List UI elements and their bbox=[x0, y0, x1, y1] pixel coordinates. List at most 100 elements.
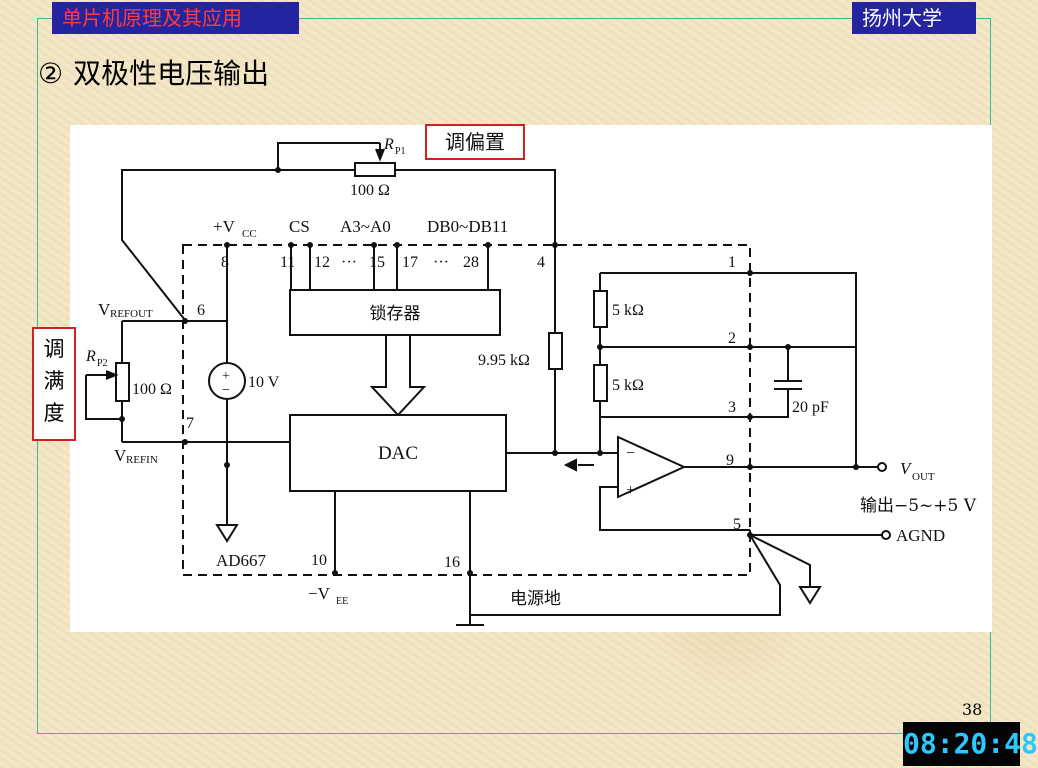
rp2-wiper-link bbox=[85, 375, 122, 420]
dac-box bbox=[289, 414, 507, 492]
frame-line-bottom bbox=[37, 733, 990, 734]
junction-dot bbox=[785, 344, 791, 350]
agnd-terminal bbox=[881, 530, 891, 540]
opamp-minus: − bbox=[626, 445, 635, 462]
addr-label: A3~A0 bbox=[340, 217, 391, 236]
fullscale-callout-box: 调 满 度 bbox=[32, 327, 76, 441]
junction-dot bbox=[597, 450, 603, 456]
chip-name: AD667 bbox=[216, 551, 267, 570]
ref-voltage: 10 V bbox=[248, 374, 280, 391]
pin-9: 9 bbox=[726, 452, 734, 469]
pin-28: 28 bbox=[463, 254, 479, 271]
op-amp bbox=[617, 435, 687, 499]
vrefin-label-sub: REFIN bbox=[126, 454, 158, 466]
rp1-wire-left bbox=[121, 169, 355, 321]
junction-dot bbox=[552, 242, 558, 248]
course-title-tag: 单片机原理及其应用 bbox=[52, 2, 299, 34]
junction-dot bbox=[552, 450, 558, 456]
pin-7: 7 bbox=[186, 415, 194, 432]
junction-dot bbox=[224, 242, 230, 248]
rp1-wiper-arrow bbox=[375, 148, 385, 162]
dac-label: DAC bbox=[378, 443, 418, 464]
junction-dot bbox=[747, 344, 753, 350]
circuit-svg: 调偏置 R P1 100 Ω +V CC CS A3~A0 DB0~DB11 8… bbox=[85, 124, 977, 626]
pin-5: 5 bbox=[733, 516, 741, 533]
pin-3: 3 bbox=[728, 399, 736, 416]
agnd-label: AGND bbox=[896, 526, 945, 545]
vout-label: V bbox=[900, 459, 913, 478]
ref-minus: − bbox=[222, 383, 230, 398]
cs-label: CS bbox=[289, 217, 310, 236]
rp1-resistor bbox=[354, 162, 396, 177]
vcc-label-sub: CC bbox=[242, 228, 257, 240]
latch-to-dac-arrow bbox=[369, 334, 427, 417]
junction-dot bbox=[119, 416, 125, 422]
latch-label: 锁存器 bbox=[370, 304, 421, 324]
clock-display: 08:20:48 bbox=[903, 722, 1038, 766]
latch-box bbox=[289, 289, 501, 336]
junction-dot bbox=[394, 242, 400, 248]
current-arrow bbox=[563, 458, 594, 472]
ground-symbol-right bbox=[798, 586, 822, 605]
r1-resistor bbox=[593, 290, 608, 328]
pin-2: 2 bbox=[728, 330, 736, 347]
pin-10: 10 bbox=[311, 552, 327, 569]
ref-plus: + bbox=[222, 369, 230, 384]
vrefin-label: V bbox=[114, 446, 127, 465]
junction-dot bbox=[288, 242, 294, 248]
vrefout-label: V bbox=[98, 300, 111, 319]
page-number: 38 bbox=[962, 700, 983, 719]
pin-15: 15 bbox=[369, 254, 385, 271]
pin1-wire bbox=[600, 272, 857, 467]
rp2-resistor bbox=[115, 362, 130, 402]
data-bus-label: DB0~DB11 bbox=[427, 217, 508, 236]
pin-4: 4 bbox=[537, 254, 545, 271]
junction-dot bbox=[853, 464, 859, 470]
junction-dot bbox=[467, 570, 473, 576]
rp2-label: R bbox=[85, 348, 96, 365]
junction-dot bbox=[182, 439, 188, 445]
r2-resistor bbox=[593, 364, 608, 402]
offset-callout: 调偏置 bbox=[445, 130, 505, 154]
junction-dot bbox=[747, 532, 753, 538]
vout-label-sub: OUT bbox=[912, 471, 935, 483]
vee-label-sub: EE bbox=[336, 596, 348, 607]
junction-dot bbox=[597, 344, 603, 350]
r2-value: 5 kΩ bbox=[612, 377, 644, 394]
frame-line-top bbox=[37, 18, 52, 19]
pin5-return bbox=[470, 534, 781, 616]
rp2-wiper-arrow bbox=[105, 370, 119, 380]
junction-dot bbox=[275, 167, 281, 173]
pin-11: 11 bbox=[280, 254, 295, 271]
vout-terminal bbox=[877, 462, 887, 472]
junction-dot bbox=[224, 462, 230, 468]
pin-17: 17 bbox=[402, 254, 418, 271]
offset-resistor-value: 9.95 kΩ bbox=[478, 352, 530, 369]
offset-callout-box bbox=[425, 124, 525, 160]
fullscale-callout-char: 度 bbox=[43, 401, 65, 425]
pin-6: 6 bbox=[197, 302, 205, 319]
junction-dot bbox=[182, 318, 188, 324]
rp1-wiper-link bbox=[277, 142, 380, 170]
junction-dot bbox=[371, 242, 377, 248]
cap-value: 20 pF bbox=[792, 399, 829, 416]
pin-dots-1: ··· bbox=[341, 254, 357, 271]
cap-bottom bbox=[750, 389, 789, 418]
junction-dot bbox=[332, 570, 338, 576]
output-range: 输出−5~+5 V bbox=[860, 496, 977, 516]
junction-dot bbox=[307, 242, 313, 248]
pin-16: 16 bbox=[444, 554, 460, 571]
junction-dot bbox=[747, 464, 753, 470]
rp1-label-sub: P1 bbox=[395, 146, 406, 157]
rp1-value: 100 Ω bbox=[350, 182, 390, 199]
pin-dots-2: ··· bbox=[433, 254, 449, 271]
noninv-input-wire bbox=[599, 486, 750, 531]
pin-8: 8 bbox=[221, 254, 229, 271]
ground-symbol-left bbox=[215, 524, 239, 543]
title-marker: ② bbox=[38, 57, 64, 90]
school-tag: 扬州大学 bbox=[852, 2, 976, 34]
chip-boundary bbox=[182, 244, 751, 576]
vcc-label: +V bbox=[213, 217, 236, 236]
rp1-label: R bbox=[383, 136, 394, 153]
